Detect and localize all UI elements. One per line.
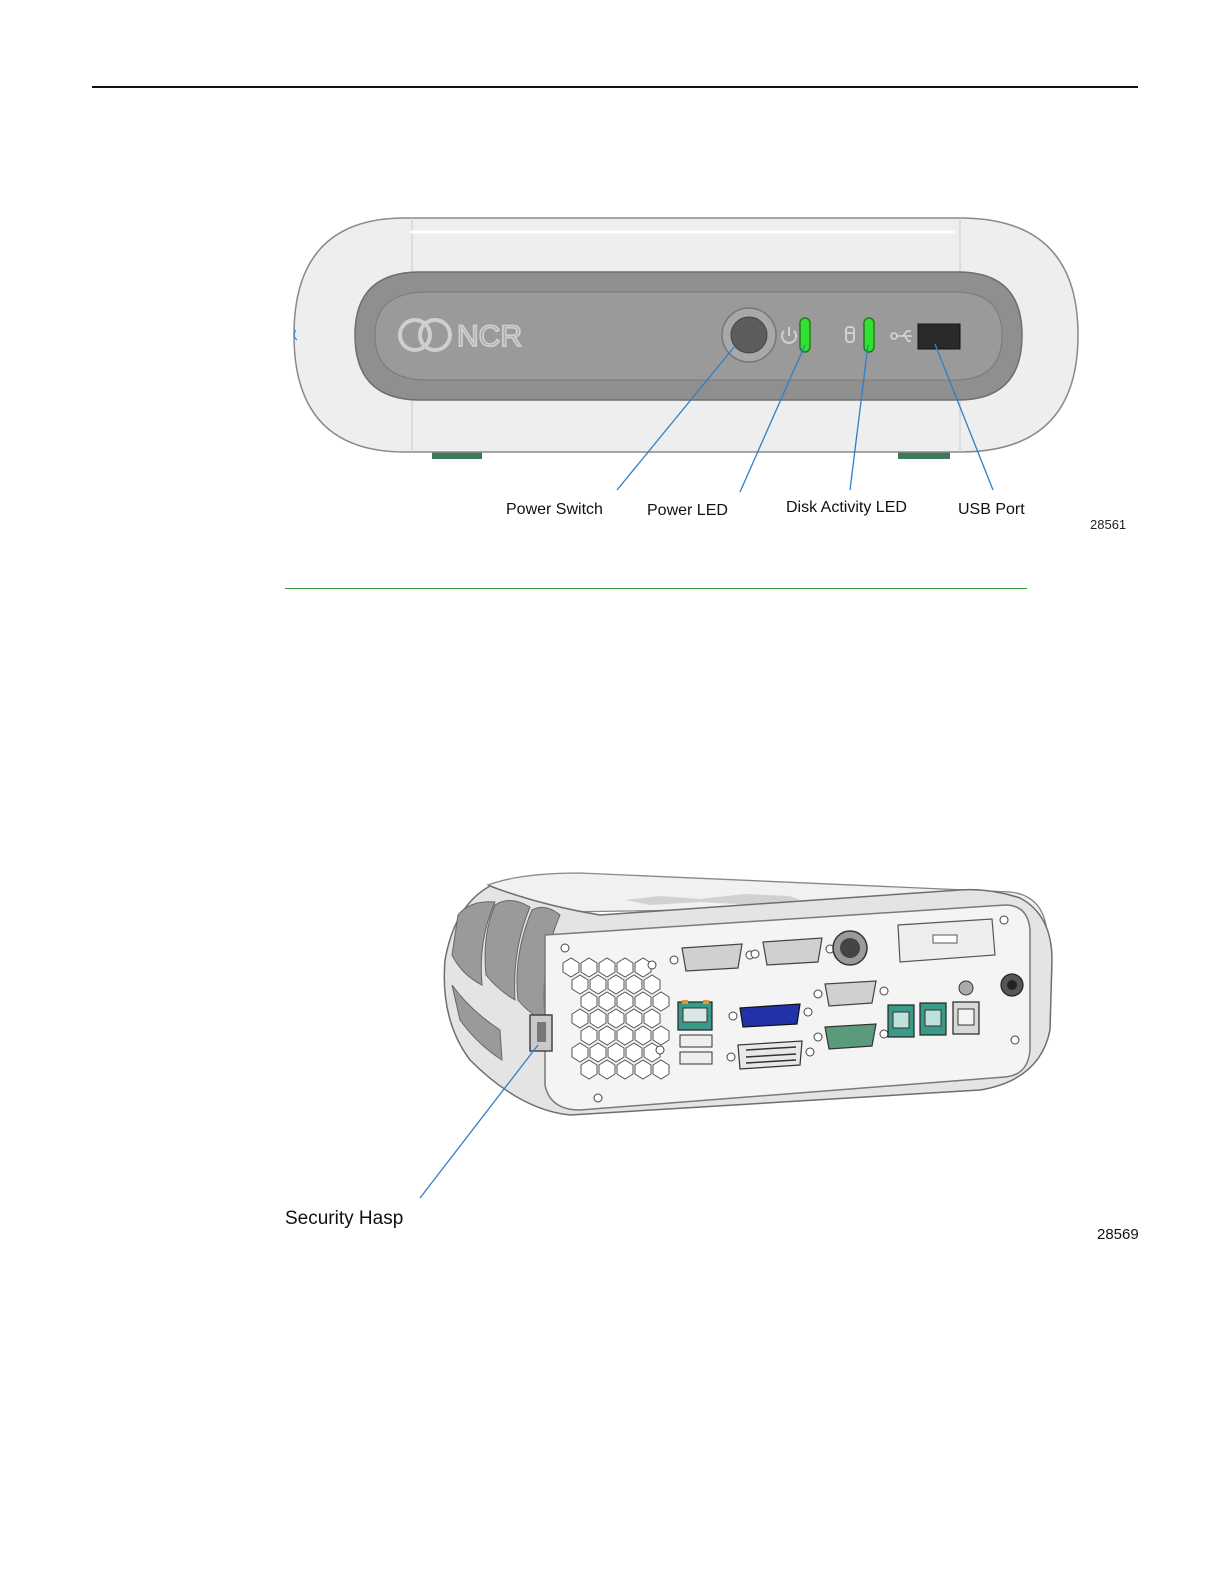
- ps2-port[interactable]: [1001, 974, 1023, 996]
- callout-security-hasp: Security Hasp: [285, 1208, 403, 1230]
- ethernet-port[interactable]: [678, 1000, 712, 1030]
- rj-port-3[interactable]: [953, 1002, 979, 1034]
- rj-port-1[interactable]: [888, 1005, 914, 1037]
- rj-port-2[interactable]: [920, 1003, 946, 1035]
- audio-jack[interactable]: [959, 981, 973, 995]
- hex-vent-grille: [563, 958, 669, 1079]
- rear-figure-id: 28569: [1097, 1226, 1139, 1243]
- power-connector[interactable]: [833, 931, 867, 965]
